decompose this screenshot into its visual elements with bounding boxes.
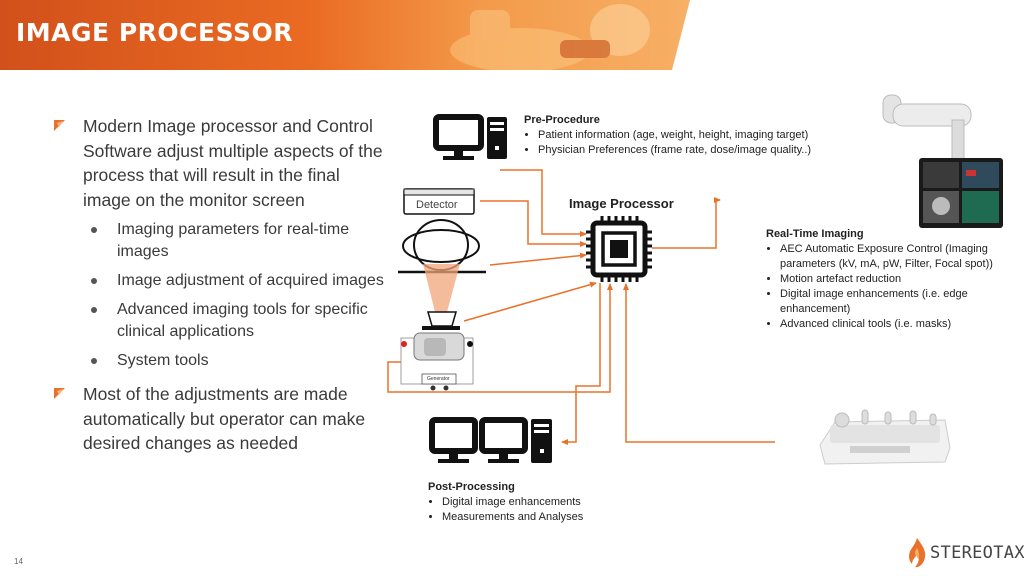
bullet-dot-icon: [91, 278, 97, 284]
header-banner: [0, 0, 690, 70]
company-logo: STEREOTAXIS: [906, 536, 1024, 570]
real-time-heading: Real-Time Imaging: [766, 228, 864, 240]
processor-title: Image Processor: [569, 196, 674, 211]
generator-label: Generator: [427, 376, 450, 382]
flame-logo-icon: [909, 538, 926, 568]
post-processing-item: Measurements and Analyses: [442, 510, 583, 525]
sub-bullet-text: Advanced imaging tools for specific clin…: [117, 301, 368, 340]
bullet-text: Most of the adjustments are made automat…: [83, 384, 366, 453]
bullet-arrow-icon: [54, 388, 65, 399]
xray-tube-icon: [400, 311, 474, 391]
real-time-label: Real-Time Imaging AEC Automatic Exposure…: [766, 227, 993, 332]
dual-monitor-workstation-icon: [429, 417, 552, 463]
sub-bullet-text: System tools: [117, 352, 209, 369]
bullet-dot-icon: [91, 307, 97, 313]
sub-bullet-text: Image adjustment of acquired images: [117, 272, 384, 289]
post-processing-item: Digital image enhancements: [442, 495, 583, 510]
page-title: IMAGE PROCESSOR: [16, 18, 293, 47]
sub-bullet-item: Imaging parameters for real-time images: [54, 219, 384, 263]
workstation-icon: [433, 114, 507, 160]
logo-wordmark: STEREOTAXIS: [930, 543, 1024, 563]
sub-bullet-item: System tools: [54, 350, 384, 372]
sub-bullet-item: Image adjustment of acquired images: [54, 270, 384, 292]
bullet-item: Modern Image processor and Control Softw…: [54, 114, 384, 212]
detector-label: Detector: [416, 199, 458, 211]
sub-bullet-item: Advanced imaging tools for specific clin…: [54, 299, 384, 343]
post-processing-heading: Post-Processing: [428, 481, 515, 493]
real-time-item: AEC Automatic Exposure Control (Imagingp…: [780, 242, 993, 272]
post-processing-label: Post-Processing Digital image enhancemen…: [428, 480, 583, 525]
control-console-image: [819, 409, 951, 465]
bullet-text: Modern Image processor and Control Softw…: [83, 116, 383, 210]
monitor-boom-image: [882, 94, 1003, 228]
pre-procedure-item: Physician Preferences (frame rate, dose/…: [538, 143, 811, 158]
real-time-item: Digital image enhancements (i.e. edgeenh…: [780, 287, 993, 317]
xray-beam: [423, 264, 460, 312]
pre-procedure-label: Pre-Procedure Patient information (age, …: [524, 113, 811, 158]
bullet-dot-icon: [91, 227, 97, 233]
real-time-item: Motion artefact reduction: [780, 272, 993, 287]
processor-chip-icon: [586, 216, 652, 282]
connectors: [387, 169, 775, 445]
bullet-list: Modern Image processor and Control Softw…: [54, 114, 384, 456]
bullet-arrow-icon: [54, 120, 65, 131]
detector-icon: [403, 188, 475, 215]
pre-procedure-heading: Pre-Procedure: [524, 114, 600, 126]
page-number: 14: [14, 557, 23, 566]
real-time-item: Advanced clinical tools (i.e. masks): [780, 317, 993, 332]
bullet-item: Most of the adjustments are made automat…: [54, 382, 384, 456]
pre-procedure-item: Patient information (age, weight, height…: [538, 128, 811, 143]
banner-equipment-image: [450, 4, 650, 70]
sub-bullet-text: Imaging parameters for real-time images: [117, 221, 350, 260]
bullet-dot-icon: [91, 358, 97, 364]
